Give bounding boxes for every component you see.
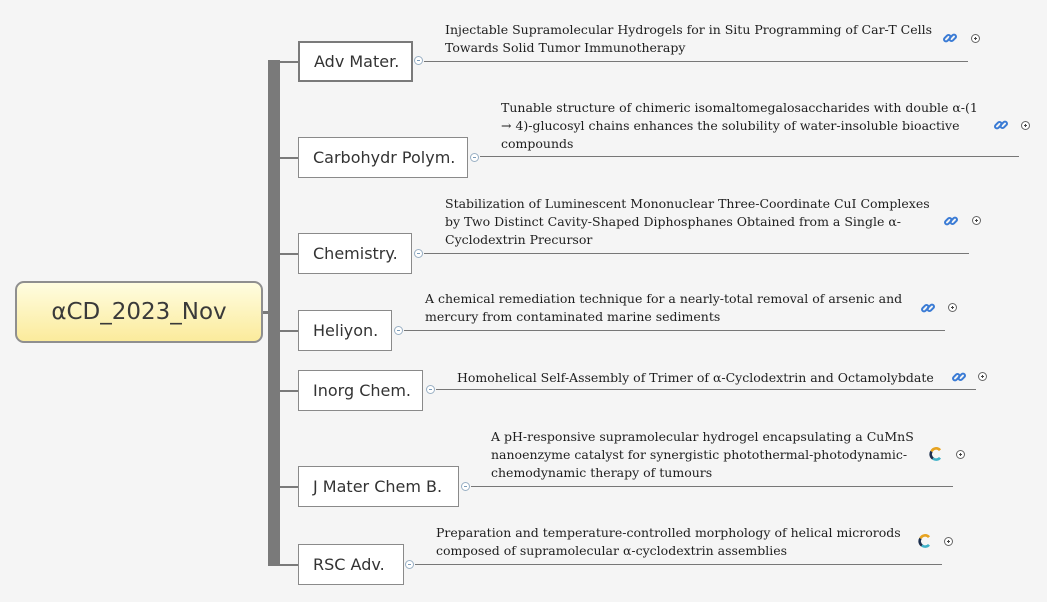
branch-label: RSC Adv.	[313, 555, 385, 574]
subtopic-title[interactable]: Stabilization of Luminescent Mononuclear…	[445, 195, 930, 249]
collapse-toggle[interactable]	[394, 326, 403, 335]
branch-label: Carbohydr Polym.	[313, 148, 456, 167]
title-line: Cyclodextrin Precursor	[445, 232, 593, 247]
trunk-connector	[268, 60, 280, 566]
expand-toggle[interactable]	[944, 537, 953, 546]
subtopic-underline	[404, 330, 945, 331]
subtopic-title[interactable]: Preparation and temperature-controlled m…	[436, 524, 901, 560]
branch-connector	[280, 253, 298, 255]
branch-topic-adv-mater[interactable]: Adv Mater.	[298, 41, 413, 82]
crossref-icon[interactable]	[929, 447, 943, 461]
title-line: Homohelical Self-Assembly of Trimer of α…	[457, 370, 934, 385]
title-line: mercury from contaminated marine sedimen…	[425, 309, 721, 324]
subtopic-title[interactable]: A chemical remediation technique for a n…	[425, 290, 902, 326]
collapse-toggle[interactable]	[461, 482, 470, 491]
title-line: → 4)-glucosyl chains enhances the solubi…	[501, 118, 960, 133]
title-line: nanoenzyme catalyst for synergistic phot…	[491, 447, 908, 462]
title-line: chemodynamic therapy of tumours	[491, 465, 713, 480]
branch-label: Adv Mater.	[314, 52, 400, 71]
title-line: by Two Distinct Cavity-Shaped Diphosphan…	[445, 214, 901, 229]
title-line: Tunable structure of chimeric isomaltome…	[501, 100, 978, 115]
subtopic-underline	[424, 61, 968, 62]
root-topic[interactable]: αCD_2023_Nov	[15, 281, 263, 343]
subtopic-title[interactable]: A pH-responsive supramolecular hydrogel …	[491, 428, 914, 482]
branch-label: J Mater Chem B.	[313, 477, 443, 496]
branch-connector	[280, 61, 298, 63]
title-line: compounds	[501, 136, 574, 151]
branch-topic-heliyon[interactable]: Heliyon.	[298, 310, 392, 351]
branch-label: Chemistry.	[313, 244, 398, 263]
subtopic-underline	[424, 253, 969, 254]
link-icon[interactable]	[943, 213, 959, 229]
title-line: Towards Solid Tumor Immunotherapy	[445, 40, 686, 55]
expand-toggle[interactable]	[971, 34, 980, 43]
link-icon[interactable]	[942, 30, 958, 46]
collapse-toggle[interactable]	[414, 249, 423, 258]
branch-connector	[280, 486, 298, 488]
branch-connector	[280, 330, 298, 332]
expand-toggle[interactable]	[956, 450, 965, 459]
branch-topic-inorg-chem[interactable]: Inorg Chem.	[298, 370, 423, 411]
branch-label: Inorg Chem.	[313, 381, 412, 400]
collapse-toggle[interactable]	[426, 385, 435, 394]
link-icon[interactable]	[993, 117, 1009, 133]
branch-topic-j-mater-chem-b[interactable]: J Mater Chem B.	[298, 466, 459, 507]
crossref-icon[interactable]	[918, 534, 932, 548]
subtopic-underline	[436, 389, 976, 390]
expand-toggle[interactable]	[978, 372, 987, 381]
subtopic-title[interactable]: Homohelical Self-Assembly of Trimer of α…	[457, 369, 934, 387]
branch-label: Heliyon.	[313, 321, 379, 340]
link-icon[interactable]	[951, 369, 967, 385]
root-topic-label: αCD_2023_Nov	[51, 299, 227, 325]
collapse-toggle[interactable]	[470, 153, 479, 162]
link-icon[interactable]	[920, 300, 936, 316]
title-line: Injectable Supramolecular Hydrogels for …	[445, 22, 933, 37]
subtopic-title[interactable]: Tunable structure of chimeric isomaltome…	[501, 99, 978, 153]
expand-toggle[interactable]	[948, 303, 957, 312]
collapse-toggle[interactable]	[414, 56, 423, 65]
subtopic-title[interactable]: Injectable Supramolecular Hydrogels for …	[445, 21, 932, 57]
root-connector	[263, 311, 271, 314]
title-line: A chemical remediation technique for a n…	[425, 291, 903, 306]
branch-topic-rsc-adv[interactable]: RSC Adv.	[298, 544, 404, 585]
collapse-toggle[interactable]	[405, 560, 414, 569]
expand-toggle[interactable]	[1021, 121, 1030, 130]
title-line: Stabilization of Luminescent Mononuclear…	[445, 196, 930, 211]
expand-toggle[interactable]	[972, 216, 981, 225]
title-line: Preparation and temperature-controlled m…	[436, 525, 901, 540]
branch-connector	[280, 390, 298, 392]
branch-topic-chemistry[interactable]: Chemistry.	[298, 233, 412, 274]
branch-connector	[280, 157, 298, 159]
title-line: composed of supramolecular α-cyclodextri…	[436, 543, 788, 558]
branch-connector	[280, 564, 298, 566]
subtopic-underline	[480, 156, 1019, 157]
subtopic-underline	[415, 564, 942, 565]
subtopic-underline	[471, 486, 953, 487]
title-line: A pH-responsive supramolecular hydrogel …	[491, 429, 914, 444]
branch-topic-carbohydr-polym[interactable]: Carbohydr Polym.	[298, 137, 468, 178]
